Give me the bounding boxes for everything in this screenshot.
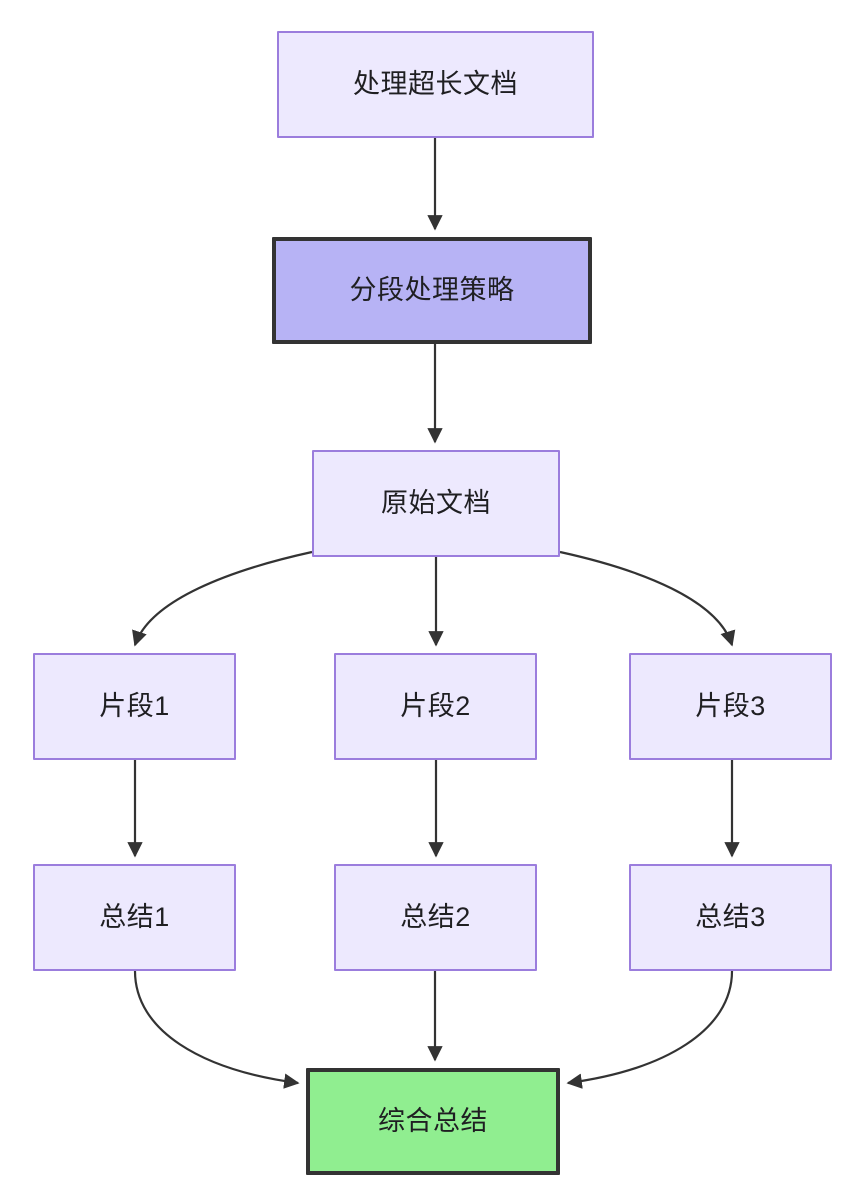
edge-n9-n10 bbox=[566, 970, 734, 1089]
node-label: 片段3 bbox=[695, 691, 766, 721]
node-label: 处理超长文档 bbox=[353, 69, 518, 99]
edge-n3-n4 bbox=[132, 550, 313, 647]
node-label: 分段处理策略 bbox=[349, 275, 515, 305]
node-label: 总结3 bbox=[695, 902, 766, 932]
node-label: 综合总结 bbox=[378, 1106, 488, 1136]
node-label: 总结2 bbox=[400, 902, 471, 932]
node-label: 片段2 bbox=[400, 691, 471, 721]
edge-n3-n6 bbox=[559, 550, 736, 647]
node-summary-2[interactable]: 总结2 bbox=[334, 864, 537, 971]
node-original-document[interactable]: 原始文档 bbox=[312, 450, 560, 557]
node-process-long-document[interactable]: 处理超长文档 bbox=[277, 31, 594, 138]
node-final-summary[interactable]: 综合总结 bbox=[306, 1068, 560, 1175]
node-label: 原始文档 bbox=[381, 488, 491, 518]
node-label: 总结1 bbox=[99, 902, 170, 932]
node-chunking-strategy[interactable]: 分段处理策略 bbox=[272, 237, 592, 344]
node-fragment-1[interactable]: 片段1 bbox=[33, 653, 236, 760]
node-fragment-2[interactable]: 片段2 bbox=[334, 653, 537, 760]
node-summary-3[interactable]: 总结3 bbox=[629, 864, 832, 971]
node-label: 片段1 bbox=[99, 691, 170, 721]
node-summary-1[interactable]: 总结1 bbox=[33, 864, 236, 971]
edge-n7-n10 bbox=[133, 970, 300, 1089]
node-fragment-3[interactable]: 片段3 bbox=[629, 653, 832, 760]
